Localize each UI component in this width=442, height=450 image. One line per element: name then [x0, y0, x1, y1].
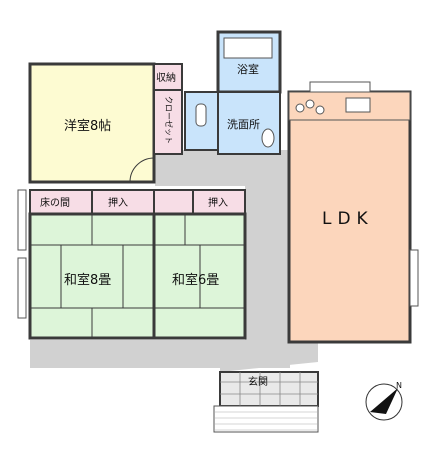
window-left-1: [17, 189, 27, 251]
room-ldk: [287, 90, 412, 344]
north-compass-icon: N: [365, 381, 403, 421]
label-washroom: 洗面所: [227, 118, 260, 131]
kitchen-sink-icon: [345, 97, 371, 113]
room-tatami-8: [28, 212, 156, 340]
room-tatami-6: [152, 212, 247, 340]
storage-gap: [153, 189, 194, 215]
toilet-tank-icon: [195, 103, 207, 127]
hallway: [30, 150, 318, 372]
room-western-8: [28, 62, 156, 184]
label-entrance: 玄関: [248, 375, 268, 388]
label-western-8: 洋室8帖: [64, 118, 111, 134]
svg-text:N: N: [396, 381, 402, 390]
label-tatami-8: 和室8畳: [64, 272, 111, 288]
label-tatami-6: 和室6畳: [172, 272, 219, 288]
label-closet: クローゼット: [164, 96, 174, 144]
label-storage-small: 収納: [156, 71, 176, 84]
room-entrance: [213, 371, 319, 433]
label-tokonoma: 床の間: [40, 196, 70, 209]
room-closet: [153, 89, 183, 155]
label-bath: 浴室: [237, 62, 259, 76]
room-washroom: [217, 91, 281, 155]
toilet-icon: [261, 128, 275, 148]
label-oshiire-right: 押入: [208, 196, 228, 209]
stove-icon: [295, 99, 325, 115]
window-ldk-right: [409, 249, 419, 307]
window-left-2: [17, 257, 27, 319]
door-arc: [129, 157, 155, 183]
label-ldk: LDK: [322, 209, 374, 229]
label-oshiire-left: 押入: [108, 196, 128, 209]
window-ldk-top: [309, 81, 371, 93]
bathtub-icon: [223, 37, 273, 59]
